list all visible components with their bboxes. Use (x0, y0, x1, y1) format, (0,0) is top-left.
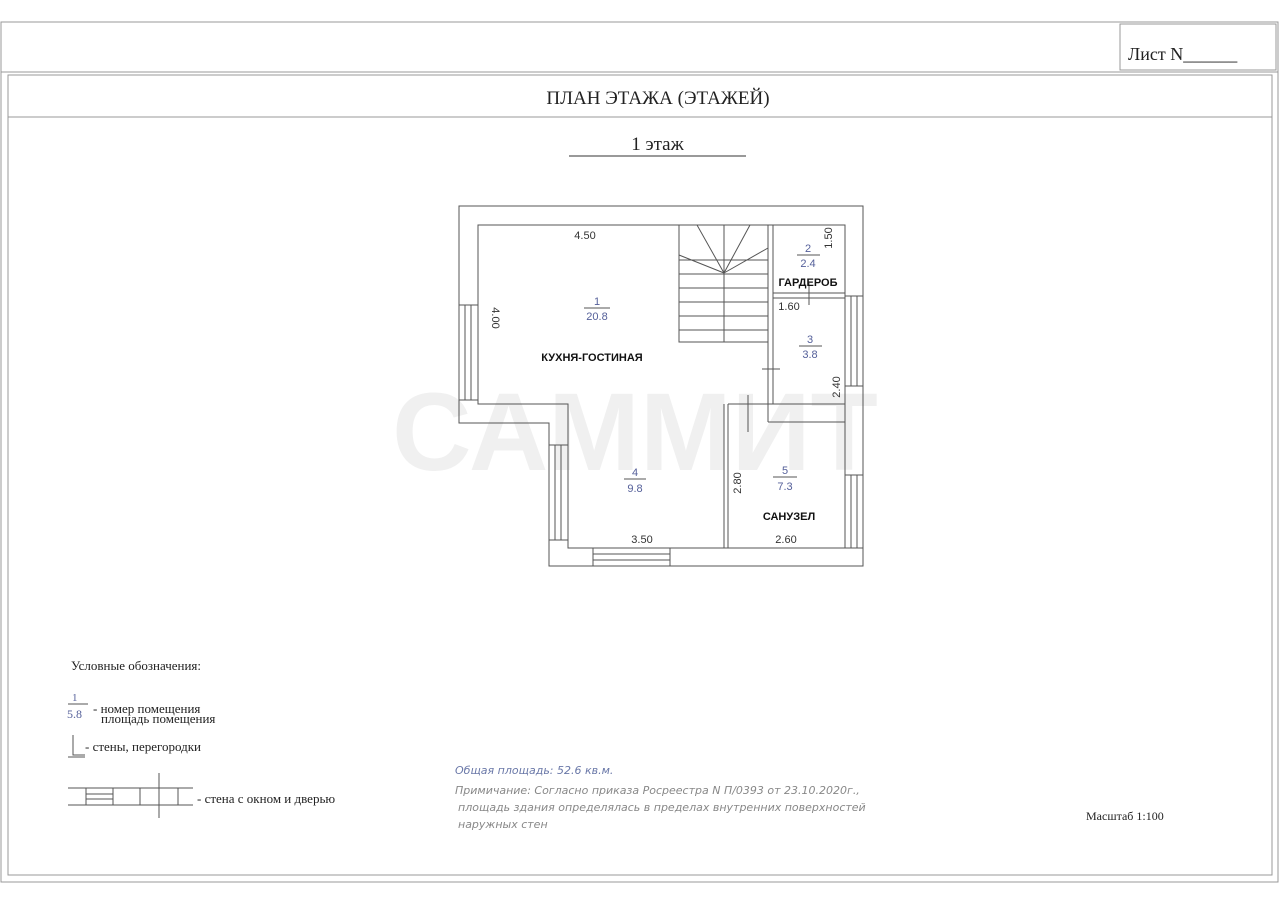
note-line-2: площадь здания определялась в пределах в… (458, 801, 866, 814)
room-4-area: 9.8 (627, 483, 642, 495)
note-line-3: наружных стен (458, 818, 548, 831)
legend-sample-number: 1 (72, 692, 78, 704)
legend-sample-area: 5.8 (67, 707, 82, 721)
total-area: Общая площадь: 52.6 кв.м. (455, 764, 614, 777)
room-3-number: 3 (807, 334, 813, 346)
legend-title: Условные обозначения: (71, 658, 202, 673)
room-4-number: 4 (632, 467, 638, 479)
room-5-number: 5 (782, 465, 788, 477)
legend-room-number: - номер помещения (93, 701, 201, 716)
dim-1-50: 1.50 (823, 227, 835, 248)
dim-2-40: 2.40 (831, 376, 843, 397)
sheet-label: Лист N______ (1128, 44, 1238, 64)
room-1-area: 20.8 (586, 311, 607, 323)
room-1-name: КУХНЯ-ГОСТИНАЯ (541, 352, 643, 364)
legend-room-area: площадь помещения (101, 711, 216, 726)
dim-4-50: 4.50 (574, 230, 595, 242)
watermark: САММИТ (392, 371, 878, 494)
room-2-area: 2.4 (800, 258, 815, 270)
dim-1-60: 1.60 (778, 301, 799, 313)
room-1-number: 1 (594, 296, 600, 308)
dim-3-50: 3.50 (631, 534, 652, 546)
room-2-number: 2 (805, 243, 811, 255)
room-5-name: САНУЗЕЛ (763, 511, 815, 523)
room-5-area: 7.3 (777, 481, 792, 493)
room-2-name: ГАРДЕРОБ (779, 277, 838, 289)
scale-label: Масштаб 1:100 (1086, 809, 1164, 823)
floor-title: 1 этаж (631, 134, 684, 155)
dim-2-80: 2.80 (732, 472, 744, 493)
dim-2-60: 2.60 (775, 534, 796, 546)
dim-4-00: 4.00 (489, 307, 501, 328)
legend-window-door: - стена с окном и дверью (197, 791, 336, 806)
legend-walls: - стены, перегородки (85, 739, 202, 754)
note-line-1: Примичание: Согласно приказа Росреестра … (455, 784, 860, 797)
room-3-area: 3.8 (802, 349, 817, 361)
page-title: ПЛАН ЭТАЖА (ЭТАЖЕЙ) (546, 88, 770, 109)
